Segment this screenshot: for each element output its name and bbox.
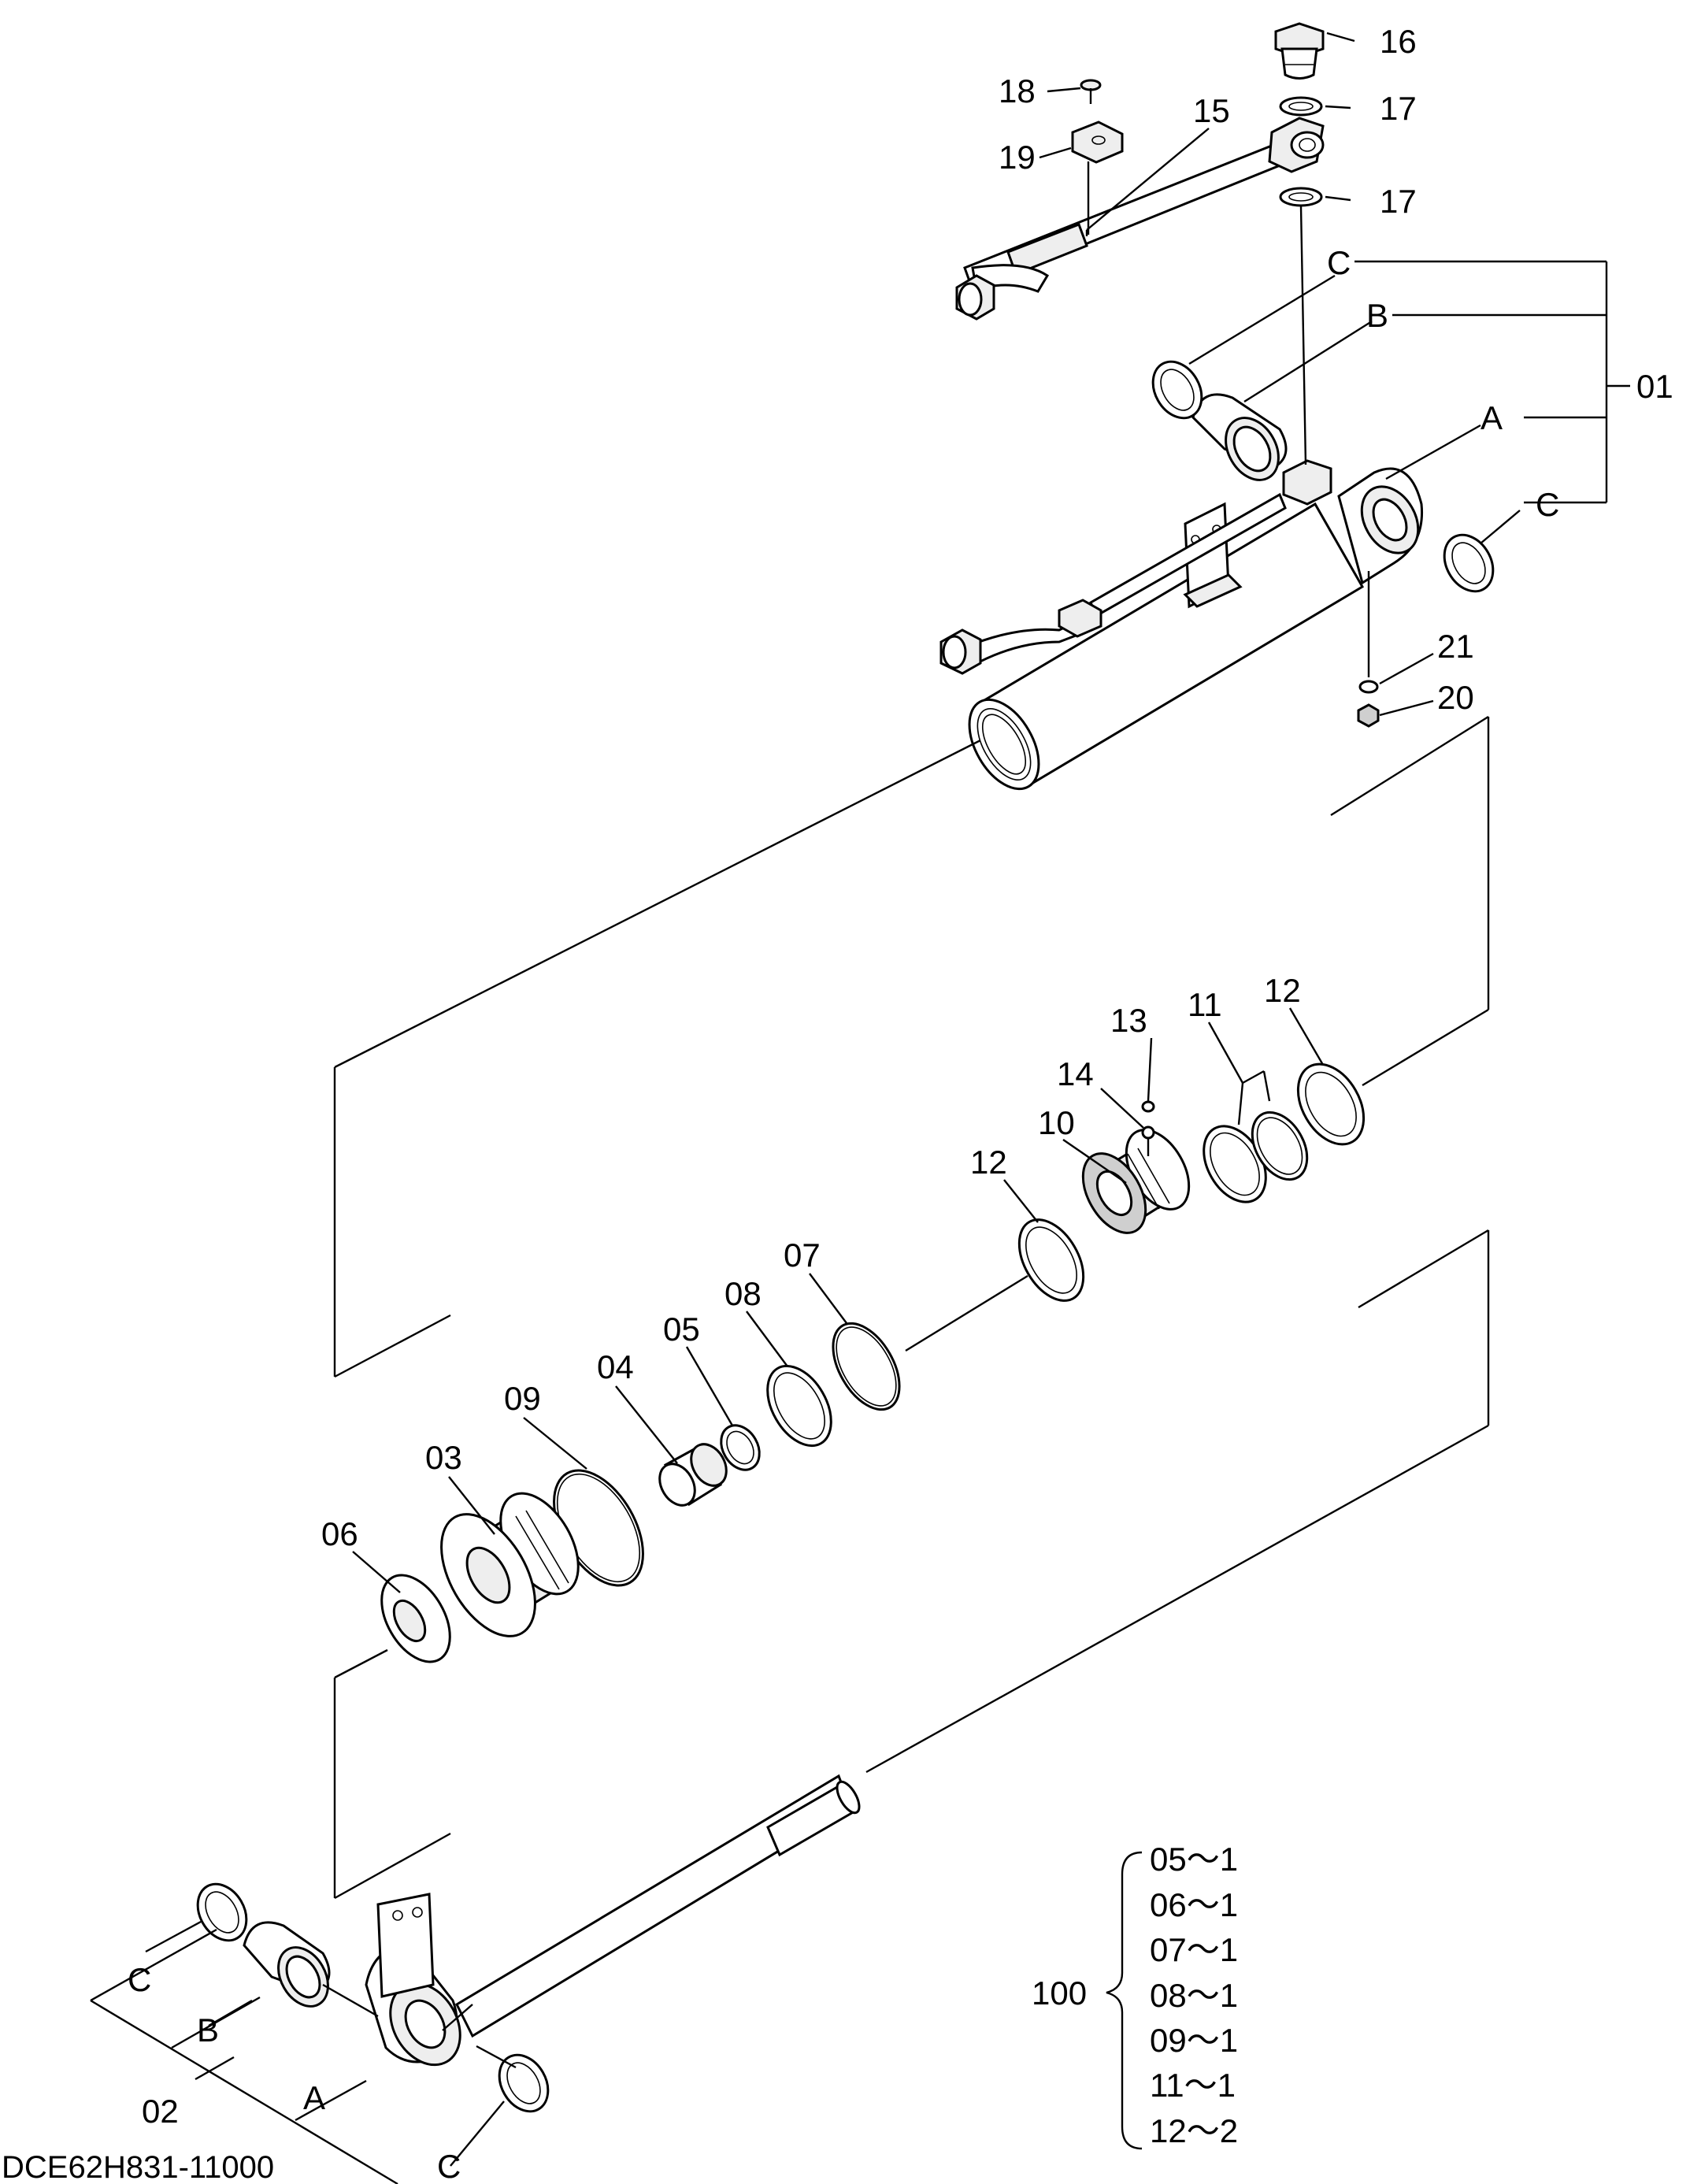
washer-17-lower <box>1279 187 1323 207</box>
callout-05: 05 <box>663 1311 700 1348</box>
callout-04: 04 <box>597 1348 634 1385</box>
label-top-c-upper: C <box>1327 244 1351 281</box>
wear-ring-12-left <box>1017 1218 1085 1302</box>
ball-21 <box>1358 680 1379 694</box>
kit-item: 05～1 <box>1150 1841 1238 1878</box>
kit-item: 12～2 <box>1150 2112 1238 2149</box>
callout-12-left: 12 <box>970 1144 1007 1181</box>
label-top-a: A <box>1480 399 1503 436</box>
bottom-seal-c-upper <box>196 1882 248 1942</box>
sub-labels: C B A C C B A C <box>128 244 1559 2184</box>
bolt-18 <box>1080 79 1102 104</box>
callout-03: 03 <box>425 1439 462 1476</box>
bottom-seal-c-lower <box>498 2053 550 2113</box>
hose-left-fitting <box>955 274 995 321</box>
clamp-19 <box>1071 121 1124 164</box>
grease-fitting-20 <box>1357 703 1380 728</box>
piston-10 <box>1081 1129 1191 1234</box>
drawing-code: DCE62H831-11000 <box>2 2150 274 2184</box>
label-top-b: B <box>1366 297 1388 334</box>
callout-14: 14 <box>1057 1055 1094 1092</box>
callout-20: 20 <box>1437 679 1474 716</box>
hose-banjo-fitting <box>1268 117 1325 173</box>
label-bottom-b: B <box>197 2012 219 2049</box>
top-seal-c-lower <box>1443 533 1495 593</box>
kit-item: 09～1 <box>1150 2022 1238 2059</box>
callout-06: 06 <box>321 1515 358 1552</box>
callout-17-upper: 17 <box>1380 90 1417 127</box>
callout-09: 09 <box>504 1380 541 1417</box>
label-bottom-a: A <box>303 2079 325 2116</box>
wear-ring-12-right <box>1296 1062 1366 1146</box>
bushing-04 <box>658 1443 728 1507</box>
callout-19: 19 <box>999 139 1036 176</box>
top-bushing-b <box>1191 393 1288 481</box>
pipe-clamp <box>1058 599 1102 638</box>
setscrew-14 <box>1141 1125 1155 1140</box>
callout-10: 10 <box>1038 1104 1075 1141</box>
kit-number: 100 <box>1032 1974 1087 2012</box>
rod-cover-03 <box>440 1492 580 1637</box>
dust-wiper-06 <box>380 1574 451 1663</box>
callout-15: 15 <box>1193 92 1230 129</box>
kit-list: 100 05～1 06～1 07～1 08～1 09～1 11～1 12～2 <box>1032 1841 1238 2149</box>
piston-seal-11 <box>1203 1111 1309 1203</box>
callout-12-right: 12 <box>1264 972 1301 1009</box>
label-bottom-c-lower: C <box>437 2148 461 2184</box>
ball-13 <box>1141 1100 1155 1113</box>
callout-21: 21 <box>1437 628 1474 665</box>
kit-item: 08～1 <box>1150 1977 1238 2014</box>
o-ring-07 <box>832 1322 901 1411</box>
callout-labels: 16 17 17 18 15 19 01 21 20 13 11 12 14 1… <box>142 23 1673 2130</box>
seal-05 <box>720 1424 761 1471</box>
kit-item: 06～1 <box>1150 1886 1238 1923</box>
top-seal-c-upper <box>1151 360 1203 420</box>
callout-16: 16 <box>1380 23 1417 60</box>
callout-07: 07 <box>784 1237 821 1274</box>
cylinder-tube-assembly <box>939 459 1424 791</box>
piston-rod-assembly <box>365 1774 861 2067</box>
kit-brace <box>1106 1851 1143 2150</box>
kit-item: 11～1 <box>1150 2067 1236 2104</box>
callout-13: 13 <box>1110 1002 1147 1039</box>
label-top-c-lower: C <box>1536 486 1559 523</box>
callout-18: 18 <box>999 72 1036 109</box>
pipe-end-fitting <box>939 629 982 675</box>
backup-ring-08 <box>766 1364 832 1448</box>
callout-01: 01 <box>1636 368 1673 405</box>
callout-11: 11 <box>1188 986 1222 1023</box>
callout-02: 02 <box>142 2093 179 2130</box>
washer-17-upper <box>1279 96 1323 117</box>
label-bottom-c-upper: C <box>128 1961 151 1998</box>
hose-assembly <box>955 117 1325 321</box>
leader-lines <box>90 32 1630 2184</box>
bottom-bushing-b <box>243 1921 331 2008</box>
callout-17-lower: 17 <box>1380 183 1417 220</box>
plug-16 <box>1274 22 1325 80</box>
kit-item: 07～1 <box>1150 1931 1238 1968</box>
callout-08: 08 <box>724 1275 762 1312</box>
